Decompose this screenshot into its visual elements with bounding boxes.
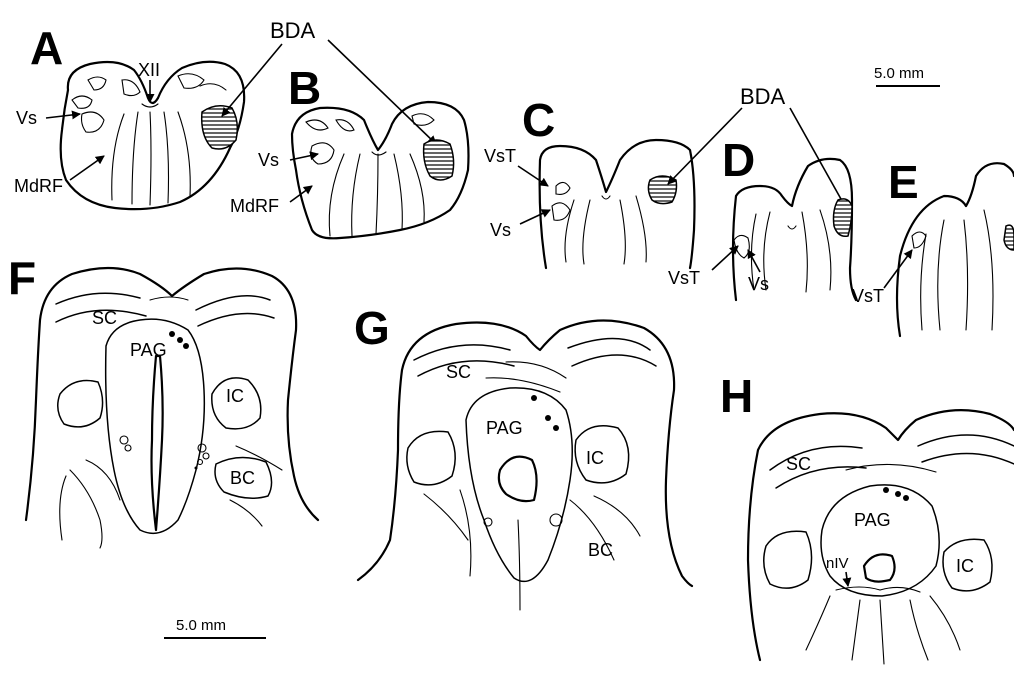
- panel-letter-h: H: [720, 370, 753, 422]
- panel-e: E VsT: [852, 156, 1014, 336]
- panel-letter-e: E: [888, 156, 919, 208]
- label-vst-d: VsT: [668, 268, 700, 288]
- label-pag-f: PAG: [130, 340, 167, 360]
- label-bda-cd: BDA: [740, 84, 786, 109]
- scale-bar-top: 5.0 mm: [874, 65, 940, 86]
- panel-d: D VsT Vs: [668, 134, 856, 300]
- panel-letter-d: D: [722, 134, 755, 186]
- panel-c: C VsT Vs: [484, 94, 695, 268]
- panel-letter-g: G: [354, 302, 390, 354]
- label-ic-g: IC: [586, 448, 604, 468]
- label-xii: XII: [138, 60, 160, 80]
- label-vs-a: Vs: [16, 108, 37, 128]
- label-vs-c: Vs: [490, 220, 511, 240]
- panel-letter-b: B: [288, 62, 321, 114]
- panel-h: H SC PAG nIV IC: [720, 370, 1014, 664]
- panel-f: F SC PAG IC BC: [8, 252, 318, 548]
- label-mdrf-a: MdRF: [14, 176, 63, 196]
- label-sc-g: SC: [446, 362, 471, 382]
- label-mdrf-b: MdRF: [230, 196, 279, 216]
- panel-letter-a: A: [30, 22, 63, 74]
- panel-b: B Vs MdRF: [230, 62, 469, 238]
- label-sc-f: SC: [92, 308, 117, 328]
- scale-bar-bottom-label: 5.0 mm: [176, 617, 226, 634]
- panel-letter-c: C: [522, 94, 555, 146]
- label-vst-e: VsT: [852, 286, 884, 306]
- pag-outline-h: [821, 485, 939, 596]
- panel-letter-f: F: [8, 252, 36, 304]
- label-bc-g: BC: [588, 540, 613, 560]
- label-vs-b: Vs: [258, 150, 279, 170]
- label-vst-c: VsT: [484, 146, 516, 166]
- label-niv-h: nIV: [826, 555, 849, 572]
- panel-g: G SC PAG IC BC: [354, 302, 692, 610]
- scale-bar-top-label: 5.0 mm: [874, 65, 924, 82]
- section-g-outline: [358, 320, 692, 586]
- scale-bar-bottom: 5.0 mm: [164, 617, 266, 638]
- label-pag-h: PAG: [854, 510, 891, 530]
- label-bc-f: BC: [230, 468, 255, 488]
- section-f-outline: [26, 268, 318, 520]
- label-ic-h: IC: [956, 556, 974, 576]
- label-sc-h: SC: [786, 454, 811, 474]
- label-vs-d: Vs: [748, 274, 769, 294]
- label-pag-g: PAG: [486, 418, 523, 438]
- label-bda-ab: BDA: [270, 18, 316, 43]
- label-ic-f: IC: [226, 386, 244, 406]
- panel-a: A XII Vs MdRF: [14, 22, 244, 209]
